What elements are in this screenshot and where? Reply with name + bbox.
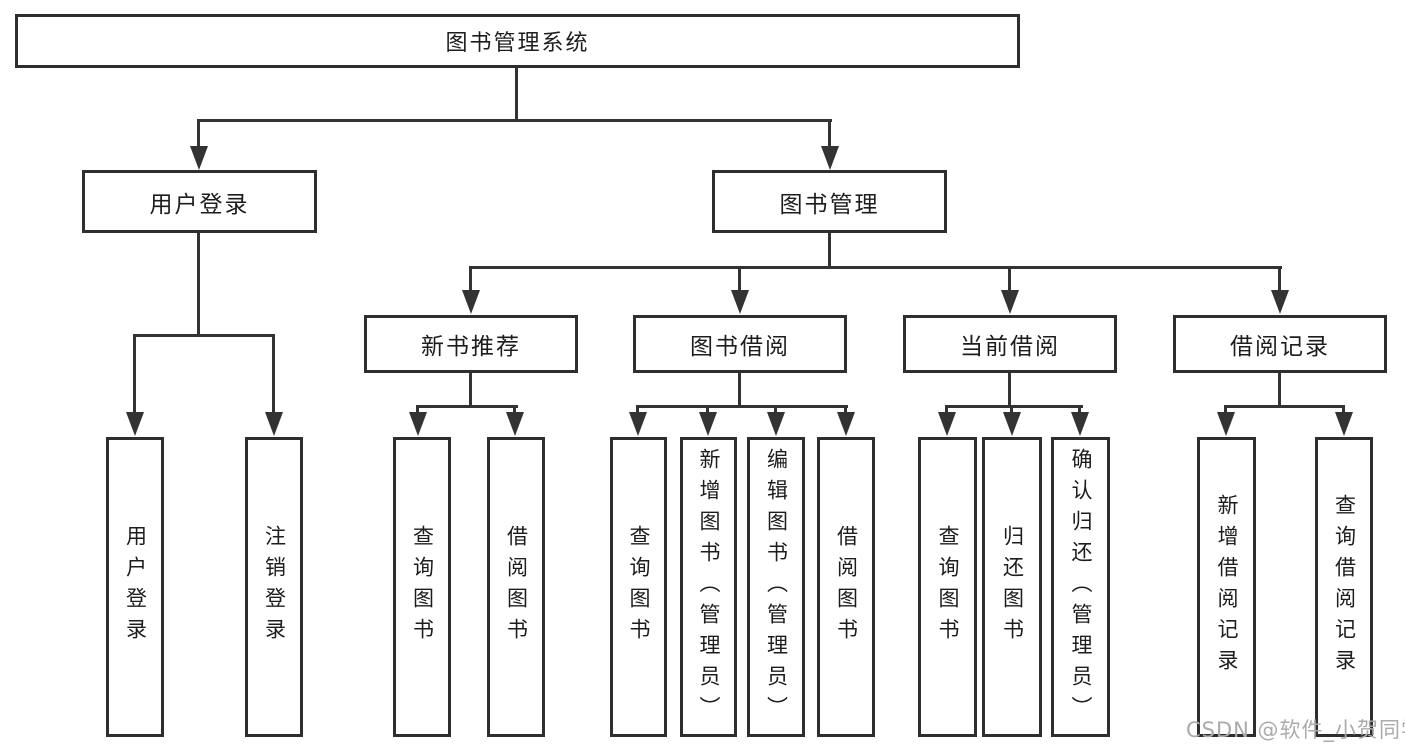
connector-vline — [197, 119, 200, 149]
connector-vline — [1008, 266, 1011, 292]
connector-vline — [706, 405, 709, 417]
node-leaf-return-books: 归还图书 — [982, 437, 1042, 737]
arrow-down-icon — [1001, 290, 1019, 314]
connector-vline — [272, 334, 275, 414]
node-label: 查询借阅记录 — [1332, 494, 1357, 680]
node-label: 确认归还（管理员） — [1069, 447, 1093, 727]
node-leaf-confirm-return-admin: 确认归还（管理员） — [1051, 437, 1110, 737]
connector-vline — [945, 405, 948, 417]
connector-vline — [738, 373, 741, 408]
node-label: 注销登录 — [262, 525, 287, 649]
node-label: 借阅图书 — [504, 525, 529, 649]
csdn-watermark: CSDN @软件_小贺同学 — [1186, 718, 1405, 742]
node-leaf-query-borrow-record: 查询借阅记录 — [1315, 437, 1373, 737]
connector-vline — [469, 266, 472, 292]
arrow-down-icon — [506, 412, 524, 436]
connector-hline — [469, 266, 1282, 269]
node-label: 用户登录 — [123, 525, 148, 649]
node-leaf-edit-books-admin: 编辑图书（管理员） — [747, 437, 805, 737]
arrow-down-icon — [837, 412, 855, 436]
connector-vline — [738, 266, 741, 292]
connector-vline — [416, 405, 419, 417]
node-label: 查询图书 — [627, 525, 651, 649]
connector-vline — [1008, 373, 1011, 408]
connector-vline — [636, 405, 639, 417]
arrow-down-icon — [126, 412, 144, 436]
connector-vline — [1278, 266, 1281, 292]
arrow-down-icon — [821, 146, 839, 170]
node-new-book-recommendation: 新书推荐 — [364, 315, 578, 373]
node-label: 借阅图书 — [834, 525, 859, 649]
connector-vline — [1010, 405, 1013, 417]
arrow-down-icon — [1003, 412, 1021, 436]
connector-vline — [1078, 405, 1081, 417]
node-label: 图书借阅 — [690, 334, 790, 360]
node-leaf-borrow-books-recommend: 借阅图书 — [487, 437, 545, 737]
connector-hline — [133, 334, 275, 337]
arrow-down-icon — [938, 412, 956, 436]
connector-vline — [828, 119, 831, 149]
node-label: 当前借阅 — [960, 334, 1060, 360]
connector-vline — [469, 373, 472, 408]
node-leaf-query-books-recommend: 查询图书 — [393, 437, 451, 737]
connector-hline — [198, 119, 832, 122]
arrow-down-icon — [731, 290, 749, 314]
connector-vline — [133, 334, 136, 414]
arrow-down-icon — [1335, 412, 1353, 436]
node-current-borrowing: 当前借阅 — [903, 315, 1117, 373]
node-library-management-system: 图书管理系统 — [15, 14, 1020, 68]
node-borrowing-records: 借阅记录 — [1173, 315, 1387, 373]
node-leaf-logout: 注销登录 — [245, 437, 303, 737]
node-label: 新增图书（管理员） — [697, 447, 721, 727]
node-label: 查询图书 — [936, 525, 960, 649]
connector-vline — [1224, 405, 1227, 417]
arrow-down-icon — [190, 146, 208, 170]
arrow-down-icon — [1071, 412, 1089, 436]
arrow-down-icon — [767, 412, 785, 436]
node-leaf-add-borrow-record: 新增借阅记录 — [1197, 437, 1256, 737]
connector-vline — [844, 405, 847, 417]
connector-hline — [945, 405, 1083, 408]
node-label: 新增借阅记录 — [1215, 494, 1239, 680]
node-label: 图书管理 — [779, 191, 880, 218]
node-leaf-borrow-books: 借阅图书 — [817, 437, 875, 737]
arrow-down-icon — [409, 412, 427, 436]
connector-vline — [1342, 405, 1345, 417]
connector-vline — [1278, 373, 1281, 408]
connector-hline — [416, 405, 518, 408]
node-label: 查询图书 — [410, 525, 435, 649]
node-label: 新书推荐 — [421, 334, 521, 360]
connector-vline — [513, 405, 516, 417]
node-leaf-query-books-borrowing: 查询图书 — [610, 437, 667, 737]
node-label: 编辑图书（管理员） — [764, 447, 789, 727]
connector-vline — [515, 67, 518, 122]
node-label: 用户登录 — [149, 191, 250, 218]
arrow-down-icon — [462, 290, 480, 314]
node-label: 借阅记录 — [1230, 334, 1330, 360]
arrow-down-icon — [629, 412, 647, 436]
arrow-down-icon — [1217, 412, 1235, 436]
node-label: 图书管理系统 — [445, 31, 590, 56]
connector-hline — [1224, 405, 1345, 408]
node-user-login: 用户登录 — [82, 170, 317, 233]
node-book-management: 图书管理 — [712, 170, 947, 233]
arrow-down-icon — [699, 412, 717, 436]
connector-vline — [774, 405, 777, 417]
node-leaf-query-books-current: 查询图书 — [918, 437, 977, 737]
node-leaf-add-books-admin: 新增图书（管理员） — [680, 437, 737, 737]
connector-vline — [828, 233, 831, 269]
connector-hline — [636, 405, 848, 408]
arrow-down-icon — [265, 412, 283, 436]
connector-vline — [197, 233, 200, 337]
arrow-down-icon — [1271, 290, 1289, 314]
node-leaf-user-login: 用户登录 — [106, 437, 164, 737]
node-label: 归还图书 — [1000, 525, 1025, 649]
node-book-borrowing: 图书借阅 — [633, 315, 847, 373]
